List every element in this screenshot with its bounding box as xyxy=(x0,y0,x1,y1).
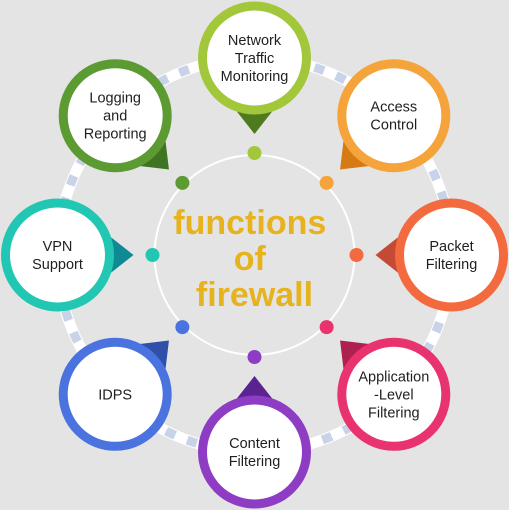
dot-network-traffic-monitoring xyxy=(247,146,262,160)
dot-vpn-support xyxy=(145,248,160,262)
node-label-line: Access xyxy=(370,100,417,116)
node-vpn-support: VPN Support xyxy=(1,198,114,312)
node-label-line: Network xyxy=(228,33,282,49)
node-idps: IDPS xyxy=(58,337,172,451)
node-label-line: VPN xyxy=(43,239,73,255)
node-label-vpn-support: VPN Support xyxy=(32,239,83,273)
dot-application-level-filtering xyxy=(319,320,334,335)
node-circle-packet-filtering xyxy=(395,198,508,312)
node-label-line: Logging xyxy=(89,91,141,107)
node-label-line: Traffic xyxy=(235,51,274,67)
title-line-3: firewall xyxy=(196,276,313,314)
node-label-line: Monitoring xyxy=(221,69,289,85)
node-circle-logging-and-reporting xyxy=(58,59,172,173)
center-title: functions of firewall xyxy=(173,204,335,314)
dot-idps xyxy=(175,320,190,335)
node-label-line: Application xyxy=(358,369,429,385)
node-label-line: Filtering xyxy=(229,454,281,470)
node-circle-access-control xyxy=(337,59,451,173)
node-circle-network-traffic-monitoring xyxy=(198,1,311,115)
dot-access-control xyxy=(319,175,334,190)
node-label-line: Control xyxy=(370,118,417,134)
node-label-line: and xyxy=(103,109,127,125)
node-label-line: -Level xyxy=(374,387,414,403)
node-label-line: Packet xyxy=(429,239,473,255)
node-label-line: IDPS xyxy=(98,387,132,403)
node-label-line: Reporting xyxy=(84,127,147,143)
node-circle-idps xyxy=(58,337,172,451)
node-label-idps: IDPS xyxy=(98,387,132,403)
inner-dots xyxy=(145,146,364,364)
dot-logging-and-reporting xyxy=(175,175,190,190)
node-label-line: Filtering xyxy=(426,257,478,273)
dot-packet-filtering xyxy=(349,248,364,262)
node-circle-content-filtering xyxy=(198,395,311,509)
node-circle-vpn-support xyxy=(1,198,114,312)
dot-content-filtering xyxy=(247,350,262,364)
title-line-2: of xyxy=(234,240,267,278)
node-label-line: Content xyxy=(229,436,280,452)
node-circle-application-level-filtering xyxy=(337,337,451,451)
title-line-1: functions xyxy=(173,204,326,242)
node-label-line: Filtering xyxy=(368,405,420,421)
node-label-line: Support xyxy=(32,257,83,273)
